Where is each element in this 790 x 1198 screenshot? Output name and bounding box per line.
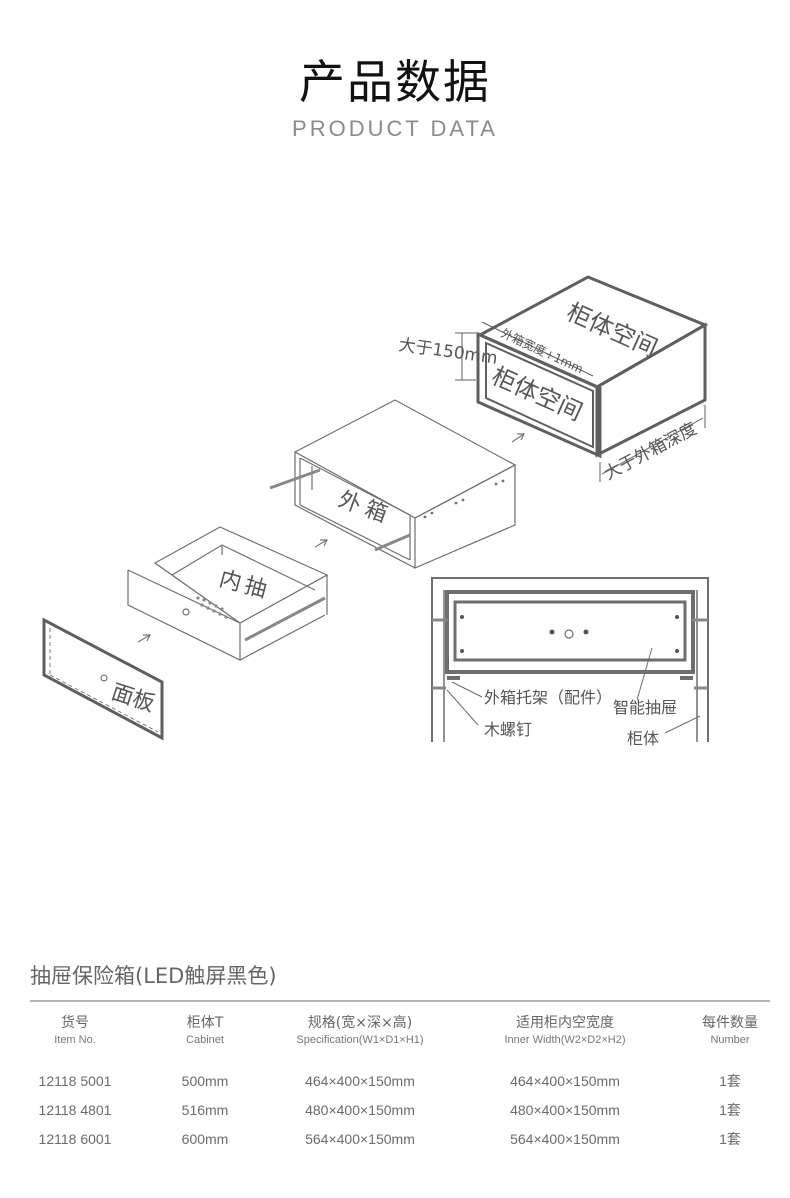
cabinet-space-box: [455, 275, 709, 482]
section-divider: [30, 1000, 770, 1002]
cell-item-no: 12118 6001: [38, 1130, 112, 1147]
outer-box-label: 外箱: [335, 487, 396, 530]
table-row: 12118 6001 600mm 564×400×150mm 564×400×1…: [0, 1124, 790, 1153]
header-en: Cabinet: [186, 1034, 224, 1046]
cell-specification: 464×400×150mm: [305, 1072, 415, 1089]
outer-box: [269, 399, 517, 569]
spec-table: 货号 Item No. 柜体T Cabinet 规格(宽×深×高) Specif…: [0, 1014, 790, 1153]
arrow-icon: [314, 539, 328, 548]
height-dimension-label: 大于150mm: [397, 335, 498, 369]
arrow-icon: [511, 433, 525, 443]
cell-cabinet: 600mm: [181, 1130, 229, 1147]
page-title: 产品数据: [299, 55, 491, 109]
cell-number: 1套: [719, 1130, 741, 1147]
cabinet-label: 柜体: [627, 729, 659, 748]
cell-item-no: 12118 5001: [38, 1072, 112, 1089]
installation-diagram: 柜体空间 柜体空间 大于150mm 外箱宽度+1mm 大于外箱深度 外箱: [0, 260, 790, 760]
header-cn: 每件数量: [702, 1015, 758, 1031]
header-en: Specification(W1×D1×H1): [296, 1034, 424, 1046]
cell-specification: 480×400×150mm: [305, 1101, 415, 1118]
cell-number: 1套: [719, 1101, 741, 1118]
arrow-icon: [137, 634, 151, 643]
header-specification: 规格(宽×深×高) Specification(W1×D1×H1): [260, 1014, 460, 1066]
header-en: Number: [710, 1034, 750, 1046]
header-cn: 规格(宽×深×高): [307, 1015, 413, 1031]
cell-cabinet: 500mm: [181, 1072, 229, 1089]
smart-drawer-label: 智能抽屉: [613, 698, 677, 717]
header-cn: 适用柜内空宽度: [516, 1015, 614, 1031]
table-row: 12118 4801 516mm 480×400×150mm 480×400×1…: [0, 1095, 790, 1124]
front-panel: [42, 617, 164, 741]
cell-inner-width: 464×400×150mm: [510, 1072, 620, 1089]
header-item-no: 货号 Item No.: [0, 1014, 150, 1066]
product-name: 抽屉保险箱(LED触屏黑色): [30, 964, 277, 988]
cabinet-space-top-label: 柜体空间: [563, 298, 662, 363]
page-subtitle: PRODUCT DATA: [292, 116, 498, 141]
header-en: Inner Width(W2×D2×H2): [504, 1034, 626, 1046]
header-cabinet: 柜体T Cabinet: [150, 1014, 260, 1066]
cell-number: 1套: [719, 1072, 741, 1089]
section-view: [431, 577, 709, 742]
bracket-label: 外箱托架（配件）: [484, 688, 612, 707]
cell-inner-width: 480×400×150mm: [510, 1101, 620, 1118]
cell-specification: 564×400×150mm: [305, 1130, 415, 1147]
inner-drawer: [127, 526, 329, 661]
header-inner-width: 适用柜内空宽度 Inner Width(W2×D2×H2): [460, 1014, 670, 1066]
wood-screw-label: 木螺钉: [484, 720, 532, 739]
table-header-row: 货号 Item No. 柜体T Cabinet 规格(宽×深×高) Specif…: [0, 1014, 790, 1066]
cell-inner-width: 564×400×150mm: [510, 1130, 620, 1147]
header-number: 每件数量 Number: [670, 1014, 790, 1066]
header-cn: 柜体T: [186, 1015, 224, 1031]
cell-item-no: 12118 4801: [38, 1101, 112, 1118]
table-row: 12118 5001 500mm 464×400×150mm 464×400×1…: [0, 1066, 790, 1095]
cell-cabinet: 516mm: [181, 1101, 229, 1118]
header-en: Item No.: [54, 1034, 96, 1046]
header-cn: 货号: [61, 1015, 89, 1031]
inner-drawer-label: 内抽: [216, 567, 273, 605]
